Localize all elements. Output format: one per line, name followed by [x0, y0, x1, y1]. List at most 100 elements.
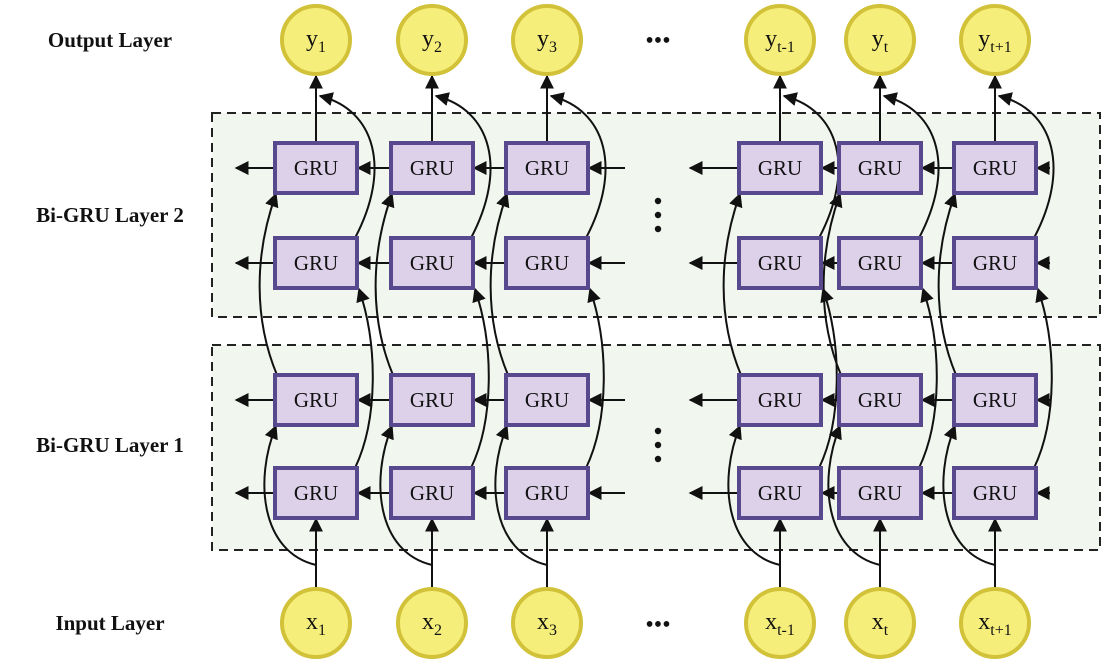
- gru-cell: [389, 236, 475, 290]
- gru-cell-label: GRU: [525, 156, 569, 180]
- bi-gru-layer-2-label: Bi-GRU Layer 2: [36, 203, 184, 227]
- input-node: [959, 587, 1031, 659]
- layer-connection-arrow: [918, 287, 938, 469]
- output-branch-arrow: [882, 92, 940, 239]
- layer-connection-arrow: [818, 287, 838, 469]
- gru-cell-label: GRU: [410, 481, 454, 505]
- layer-connection-arrow: [937, 192, 958, 376]
- gru-cell-label: GRU: [973, 481, 1017, 505]
- gru-cell: [273, 466, 359, 520]
- gru-cell-label: GRU: [858, 251, 902, 275]
- input-node: [511, 587, 583, 659]
- vertical-ellipsis-dot: [654, 455, 662, 463]
- gru-cell: [837, 466, 923, 520]
- gru-cell: [952, 373, 1038, 427]
- gru-cell-label: GRU: [294, 388, 338, 412]
- layer-connection-arrow: [374, 192, 395, 376]
- gru-cell-label: GRU: [758, 481, 802, 505]
- input-branch-arrow: [263, 424, 317, 566]
- input-node: [280, 587, 352, 659]
- gru-cell: [737, 141, 823, 195]
- layer-connection-arrow: [722, 192, 743, 376]
- gru-cell: [273, 236, 359, 290]
- gru-cell: [504, 466, 590, 520]
- vertical-ellipsis-dot: [654, 427, 662, 435]
- gru-cell: [389, 373, 475, 427]
- output-branch-arrow: [318, 92, 376, 239]
- gru-cell: [737, 466, 823, 520]
- output-node: [844, 4, 916, 76]
- input-branch-arrow: [379, 424, 433, 566]
- input-node: [396, 587, 468, 659]
- vertical-ellipsis-dot: [654, 197, 662, 205]
- gru-cell: [504, 373, 590, 427]
- layer-connection-arrow: [585, 287, 605, 469]
- gru-cell-label: GRU: [758, 388, 802, 412]
- output-node-label: yt: [872, 26, 889, 56]
- gru-cell-label: GRU: [294, 481, 338, 505]
- input-ellipsis: •••: [645, 612, 670, 638]
- gru-cell: [504, 141, 590, 195]
- bi-gru-layer-1-label: Bi-GRU Layer 1: [36, 433, 184, 457]
- layer-connection-arrow: [354, 287, 374, 469]
- output-node-label: yt+1: [978, 26, 1011, 56]
- gru-cell: [737, 373, 823, 427]
- output-ellipsis: •••: [645, 28, 670, 54]
- layer-connection-arrow: [1033, 287, 1053, 469]
- vertical-ellipsis-dot: [654, 441, 662, 449]
- gru-cell: [952, 236, 1038, 290]
- gru-cell: [737, 236, 823, 290]
- vertical-ellipsis-dot: [654, 211, 662, 219]
- gru-cell-label: GRU: [973, 388, 1017, 412]
- layer-connection-arrow: [489, 192, 510, 376]
- vertical-ellipsis-dot: [654, 225, 662, 233]
- gru-cell-label: GRU: [525, 481, 569, 505]
- gru-cell-label: GRU: [973, 156, 1017, 180]
- gru-cell: [837, 141, 923, 195]
- gru-cell: [389, 141, 475, 195]
- gru-cell-label: GRU: [758, 156, 802, 180]
- output-node: [396, 4, 468, 76]
- output-node-label: yt-1: [765, 26, 795, 56]
- input-layer-label: Input Layer: [55, 611, 164, 635]
- output-branch-arrow: [549, 92, 607, 239]
- gru-cell-label: GRU: [525, 388, 569, 412]
- output-node: [744, 4, 816, 76]
- gru-cell: [273, 373, 359, 427]
- output-node: [511, 4, 583, 76]
- gru-cell-label: GRU: [410, 388, 454, 412]
- output-branch-arrow: [997, 92, 1055, 239]
- layer-connection-arrow: [258, 192, 279, 376]
- input-branch-arrow: [494, 424, 548, 566]
- input-node: [744, 587, 816, 659]
- gru-cell-label: GRU: [525, 251, 569, 275]
- input-node-label: x1: [306, 609, 326, 639]
- gru-cell: [504, 236, 590, 290]
- gru-cell-label: GRU: [758, 251, 802, 275]
- gru-cell-label: GRU: [858, 156, 902, 180]
- gru-cell-label: GRU: [973, 251, 1017, 275]
- input-node-label: xt+1: [978, 609, 1011, 639]
- gru-cell-label: GRU: [294, 156, 338, 180]
- gru-cell-label: GRU: [858, 388, 902, 412]
- gru-cell: [837, 236, 923, 290]
- output-branch-arrow: [434, 92, 492, 239]
- gru-cell: [273, 141, 359, 195]
- output-node: [280, 4, 352, 76]
- layer-connection-arrow: [822, 192, 843, 376]
- output-branch-arrow: [782, 92, 840, 239]
- gru-cell-label: GRU: [294, 251, 338, 275]
- gru-cell-label: GRU: [410, 156, 454, 180]
- input-node-label: x3: [537, 609, 557, 639]
- output-node-label: y2: [422, 26, 442, 56]
- gru-cell: [837, 373, 923, 427]
- input-node-label: xt: [872, 609, 889, 639]
- input-node-label: x2: [422, 609, 442, 639]
- layer-connection-arrow: [470, 287, 490, 469]
- output-node-label: y3: [537, 26, 557, 56]
- input-node: [844, 587, 916, 659]
- input-branch-arrow: [942, 424, 996, 566]
- gru-cell-label: GRU: [858, 481, 902, 505]
- output-node-label: y1: [306, 26, 326, 56]
